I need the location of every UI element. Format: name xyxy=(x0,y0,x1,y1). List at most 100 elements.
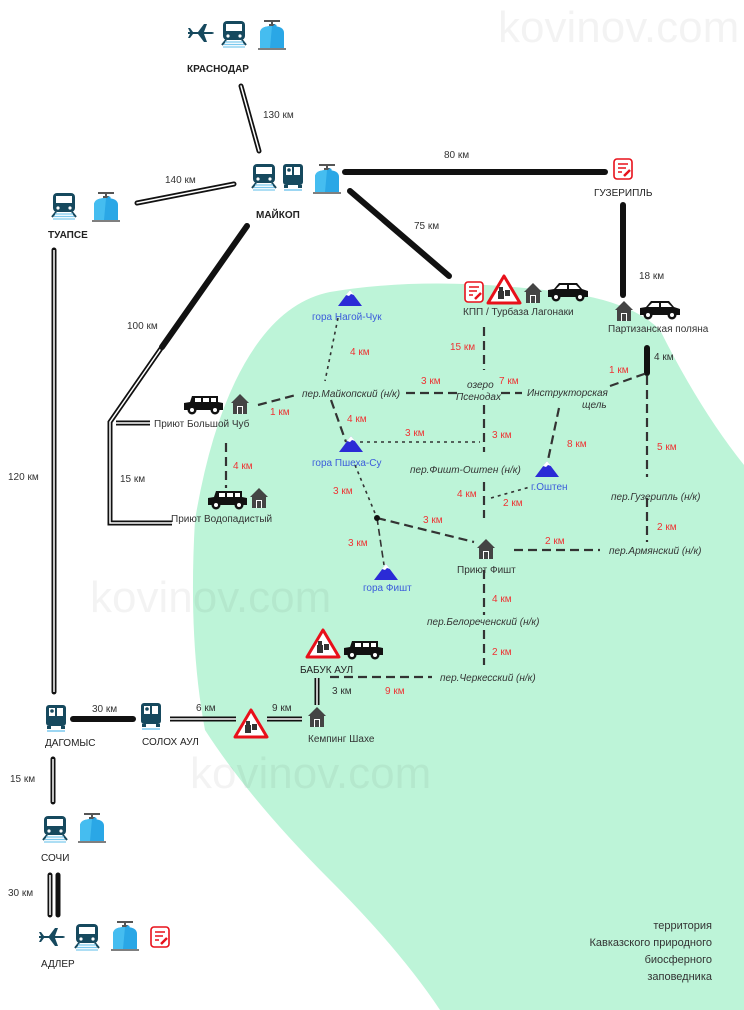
distance-tuapse-maykop: 140 км xyxy=(165,175,196,186)
peak-pshekha-su: гора Пшеха-Су xyxy=(312,458,381,469)
place-vodopadisty: Приют Водопадистый xyxy=(171,514,272,525)
instr-gorge-line1: Инструкторская xyxy=(527,388,609,399)
city-maykop: МАЙКОП xyxy=(256,208,300,221)
distance-checkpoint-camping: 9 км xyxy=(272,703,292,714)
trail-junction-shelter xyxy=(376,516,475,544)
city-krasnodar: КРАСНОДАР xyxy=(187,64,249,75)
trail-instr-oshten xyxy=(546,407,561,461)
distance-fishtoshten-shelter: 4 км xyxy=(457,489,477,500)
distance-pshekha-lake: 3 км xyxy=(405,428,425,439)
trail-junction-point xyxy=(374,515,380,521)
distance-sochi-adler: 30 км xyxy=(8,888,33,899)
distance-maykop-chub: 100 км xyxy=(127,321,158,332)
territory-caption-line4: заповедника xyxy=(647,971,713,983)
train-icon-maykop xyxy=(251,163,277,191)
distance-maykop-guzeripl: 80 км xyxy=(444,150,469,161)
trail-instr-junction xyxy=(609,371,648,388)
distance-junction-shelter: 3 км xyxy=(423,515,443,526)
territory-caption-line1: территория xyxy=(653,920,712,932)
place-fisht-shelter: Приют Фишт xyxy=(457,565,516,576)
gas-cylinder-icon-sochi xyxy=(77,813,107,843)
distance-maykopsky-pshekha: 4 км xyxy=(347,414,367,425)
road-maykop-chub-upper xyxy=(159,223,250,350)
shelter-icon-partizanskaya xyxy=(615,301,633,321)
distance-dagomys-sochi: 15 км xyxy=(10,774,35,785)
distance-cherkessky-babuk: 9 км xyxy=(385,686,405,697)
road-maykop-chub-lower xyxy=(107,345,172,526)
city-sochi: СОЧИ xyxy=(41,853,69,864)
gas-cylinder-icon-maykop xyxy=(312,164,342,194)
permit-icon-guzeripl xyxy=(612,157,634,181)
pass-fisht-oshten: пер.Фишт-Оштен (н/к) xyxy=(410,465,521,476)
pass-guzeripl: пер.Гузерипль (н/к) xyxy=(611,492,700,503)
watermark-top: kovinov.com xyxy=(498,3,739,52)
shelter-icon-lagonaki xyxy=(524,283,542,303)
jeep-icon-bolshoy-chub xyxy=(184,396,223,415)
reserve-territory-area xyxy=(192,283,744,1010)
territory-caption-line2: Кавказского природного xyxy=(589,937,712,949)
trail-chub-maykopsky xyxy=(257,393,297,407)
city-adler: АДЛЕР xyxy=(41,959,75,970)
bus-icon-maykop xyxy=(282,163,304,191)
place-camping-shakhe: Кемпинг Шахе xyxy=(308,734,375,745)
pass-armyansky: пер.Армянский (н/к) xyxy=(609,546,702,557)
train-icon-krasnodar xyxy=(221,20,247,48)
distance-shelter-belorechensky: 4 км xyxy=(492,594,512,605)
permit-icon-lagonaki xyxy=(463,280,485,304)
gas-cylinder-icon-tuapse xyxy=(91,192,121,222)
peak-nagoy-chuk: гора Нагой-Чук xyxy=(312,312,382,323)
pass-belorechensky: пер.Белореченский (н/к) xyxy=(427,617,539,628)
distance-tuapse-dagomys: 120 км xyxy=(8,472,39,483)
lake-psenodakh-line1: озеро xyxy=(467,380,494,391)
gas-cylinder-icon-krasnodar xyxy=(257,20,287,50)
place-kpp-lagonaki: КПП / Турбаза Лагонаки xyxy=(463,306,574,318)
distance-instr-oshten: 8 км xyxy=(567,439,587,450)
distance-shelter-armyansky: 2 км xyxy=(545,536,565,547)
car-icon-partizanskaya xyxy=(640,301,680,320)
territory-caption-line3: биосферного xyxy=(645,954,712,966)
distance-guzeripl-partizanskaya: 18 км xyxy=(639,271,664,282)
instr-gorge-line2: щель xyxy=(582,400,607,411)
pass-maykopsky: пер.Майкопский (н/к) xyxy=(302,389,400,400)
distance-partizanskaya-junction: 4 км xyxy=(654,352,674,363)
airport-icon-adler xyxy=(39,928,65,946)
trail-junction-fisht xyxy=(376,517,385,566)
distance-junction-fisht: 3 км xyxy=(348,538,368,549)
distance-belorechensky-cherkessky: 2 км xyxy=(492,647,512,658)
city-solokh-aul: СОЛОХ АУЛ xyxy=(142,737,199,748)
distance-krasnodar-maykop: 130 км xyxy=(263,110,294,121)
distance-instr-junction: 1 км xyxy=(609,365,629,376)
permit-icon-adler xyxy=(149,925,171,949)
distance-solokh-checkpoint: 6 км xyxy=(196,703,216,714)
distance-oshten-trail: 2 км xyxy=(503,498,523,509)
place-bolshoy-chub: Приют Большой Чуб xyxy=(154,418,250,430)
distance-lake-instr: 7 км xyxy=(499,376,519,387)
road-sochi-adler xyxy=(47,872,61,918)
airport-icon-krasnodar xyxy=(188,24,214,42)
distance-camping-babuk: 3 км xyxy=(332,686,352,697)
road-maykop-lagonaki xyxy=(347,188,452,279)
bus-icon-dagomys xyxy=(45,704,67,732)
train-icon-adler xyxy=(74,923,100,951)
trail-maykopsky-pshekha xyxy=(329,399,348,443)
distance-guzeripl-armyansky: 2 км xyxy=(657,522,677,533)
city-guzeripl: ГУЗЕРИПЛЬ xyxy=(594,188,653,199)
bus-icon-solokh-aul xyxy=(140,702,162,730)
distance-dagomys-solokh: 30 км xyxy=(92,704,117,715)
distance-chub-vodopadisty-road: 15 км xyxy=(120,474,145,485)
pass-cherkessky: пер.Черкесский (н/к) xyxy=(440,673,536,684)
lake-psenodakh-line2: Псенодах xyxy=(456,392,502,403)
distance-maykop-lagonaki: 75 км xyxy=(414,221,439,232)
city-dagomys: ДАГОМЫС xyxy=(45,738,95,749)
peak-fisht: гора Фишт xyxy=(363,583,412,594)
distance-lake-fishtoshten: 3 км xyxy=(492,430,512,441)
train-icon-sochi xyxy=(42,815,68,843)
trail-pshekha-junction xyxy=(354,464,378,519)
road-tuapse-maykop xyxy=(134,181,237,206)
peak-oshten: г.Оштен xyxy=(531,482,568,493)
distance-chub-maykopsky: 1 км xyxy=(270,407,290,418)
distance-nagoy-maykopsky: 4 км xyxy=(350,347,370,358)
train-icon-tuapse xyxy=(51,192,77,220)
gas-cylinder-icon-adler xyxy=(110,921,140,951)
